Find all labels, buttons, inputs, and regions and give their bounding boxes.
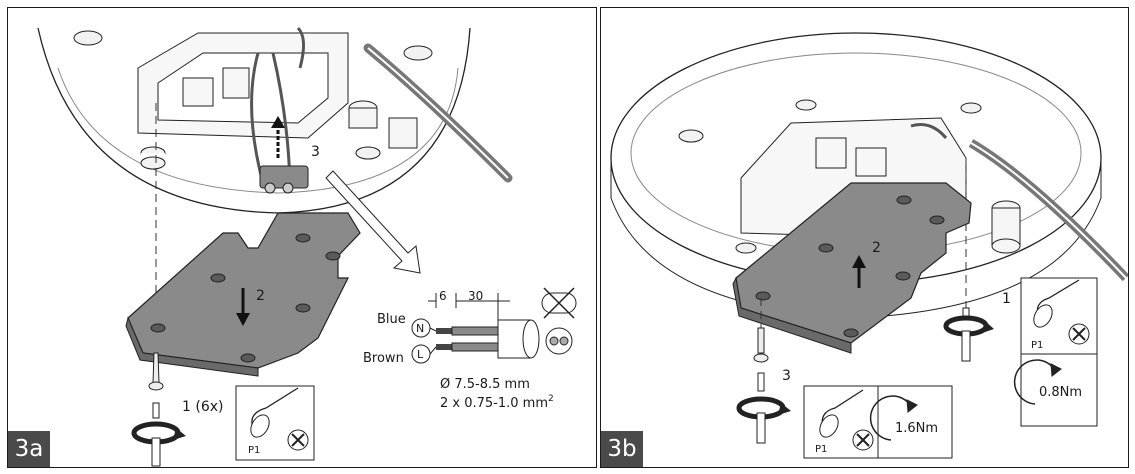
screw-icon <box>148 352 164 391</box>
tool-label-p1-bottom: P1 <box>815 444 827 455</box>
housing-bosses <box>678 99 982 254</box>
dim-long: 30 <box>468 289 483 303</box>
arrow-down-icon <box>236 313 250 326</box>
terminal-n: N <box>416 322 424 335</box>
cover-plate <box>732 182 972 354</box>
terminal-block <box>259 165 309 194</box>
arrow-up-icon <box>852 255 866 268</box>
tool-label-p1-side: P1 <box>1031 340 1043 351</box>
tool-box-p1-side <box>1013 277 1098 427</box>
tool-box-p1-bottom <box>803 385 953 459</box>
cable-gland <box>348 100 418 149</box>
screw-icon <box>753 327 769 363</box>
screwdriver-rotate-icon <box>131 402 186 467</box>
wire-label-brown: Brown <box>363 351 404 366</box>
arrow-up-icon <box>271 116 285 128</box>
dim-short: 6 <box>439 289 447 303</box>
callout-3: 3 <box>782 368 791 384</box>
panel-3a: 3 2 1 (6x) <box>7 7 597 468</box>
detail-arrow-icon <box>325 170 421 274</box>
panel-3b-illustration: 2 3 1 <box>610 32 1128 459</box>
callout-1: 1 <box>1002 291 1011 307</box>
wire-label-blue: Blue <box>377 312 406 327</box>
callout-2: 2 <box>872 240 881 256</box>
torque-bottom: 1.6Nm <box>895 421 938 436</box>
cable-gland <box>991 200 1021 254</box>
callout-1: 1 (6x) <box>182 399 223 415</box>
cable-diameter: Ø 7.5-8.5 mm <box>440 377 530 392</box>
panel-3b: 2 3 1 <box>600 7 1129 468</box>
torque-side: 0.8Nm <box>1039 385 1082 400</box>
terminal-l: L <box>417 348 424 361</box>
tool-label-p1: P1 <box>248 445 260 456</box>
wire-strip-detail <box>411 287 577 364</box>
step-tag-3a: 3a <box>8 431 50 467</box>
cover-plate <box>125 212 361 377</box>
callout-2: 2 <box>256 288 265 304</box>
tool-box-p1 <box>235 385 315 461</box>
callout-3: 3 <box>311 144 320 160</box>
conductor-size: 2 x 0.75-1.0 mm2 <box>440 394 554 411</box>
screwdriver-rotate-icon-right <box>943 307 994 362</box>
housing-bosses <box>73 30 433 170</box>
junction-box <box>137 32 349 139</box>
panel-3a-illustration: 3 2 1 (6x) <box>37 26 577 467</box>
screwdriver-rotate-icon <box>736 372 791 444</box>
step-tag-3b: 3b <box>601 431 643 467</box>
